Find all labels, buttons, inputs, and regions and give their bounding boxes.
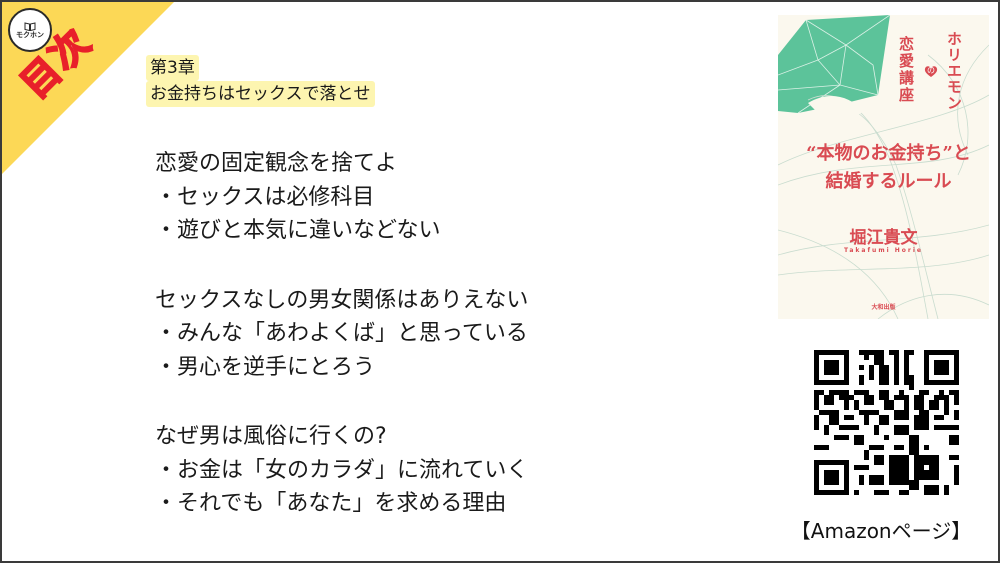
cover-series-left: 恋愛講座	[897, 36, 915, 104]
section: なぜ男は風俗に行くの? ・お金は「女のカラダ」に流れていく ・それでも「あなた」…	[155, 420, 528, 521]
section-heading: 恋愛の固定観念を捨てよ	[155, 151, 398, 176]
cover-publisher: 大和出版	[871, 304, 896, 311]
logo-text: モクホン	[16, 30, 44, 39]
book-cover[interactable]: 恋愛講座 の ホリエモン “本物のお金持ち”と 結婚するルール 堀江貴文 Tak…	[778, 15, 989, 319]
section: セックスなしの男女関係はありえない ・みんな「あわよくば」と思っている ・男心を…	[155, 284, 528, 385]
cover-series-connector: の	[927, 66, 935, 75]
cover-title-line2: 結婚するルール	[825, 171, 952, 192]
chapter-header: 第3章 お金持ちはセックスで落とせ	[146, 55, 375, 107]
amazon-page-link[interactable]: 【Amazonページ】	[790, 519, 972, 543]
chapter-contents: 恋愛の固定観念を捨てよ ・セックスは必修科目 ・遊びと本気に違いなどない セック…	[155, 147, 528, 521]
section-bullet: ・みんな「あわよくば」と思っている	[155, 321, 528, 346]
section-heading: なぜ男は風俗に行くの?	[155, 424, 387, 449]
mokuhon-logo[interactable]: モクホン	[8, 8, 52, 52]
cover-title-line1: “本物のお金持ち”と	[806, 143, 971, 164]
qr-code-icon[interactable]	[814, 350, 959, 495]
heart-icon: の	[924, 65, 938, 78]
chapter-number: 第3章	[146, 55, 199, 81]
section-heading: セックスなしの男女関係はありえない	[155, 287, 529, 313]
cover-author: 堀江貴文	[849, 228, 918, 248]
cover-title: “本物のお金持ち”と 結婚するルール	[786, 140, 989, 196]
gem-illustration	[778, 15, 989, 319]
cover-author-roman: Takafumi Horie	[844, 247, 923, 254]
section-bullet: ・遊びと本気に違いなどない	[155, 218, 441, 243]
section-bullet: ・セックスは必修科目	[155, 184, 375, 210]
section-bullet: ・男心を逆手にとろう	[155, 354, 376, 380]
cover-series-right: ホリエモン	[945, 31, 963, 111]
open-book-icon	[24, 21, 36, 31]
chapter-title: お金持ちはセックスで落とせ	[146, 81, 375, 107]
section: 恋愛の固定観念を捨てよ ・セックスは必修科目 ・遊びと本気に違いなどない	[155, 147, 528, 248]
section-bullet: ・お金は「女のカラダ」に流れていく	[155, 457, 529, 483]
section-bullet: ・それでも「あなた」を求める理由	[155, 491, 507, 516]
